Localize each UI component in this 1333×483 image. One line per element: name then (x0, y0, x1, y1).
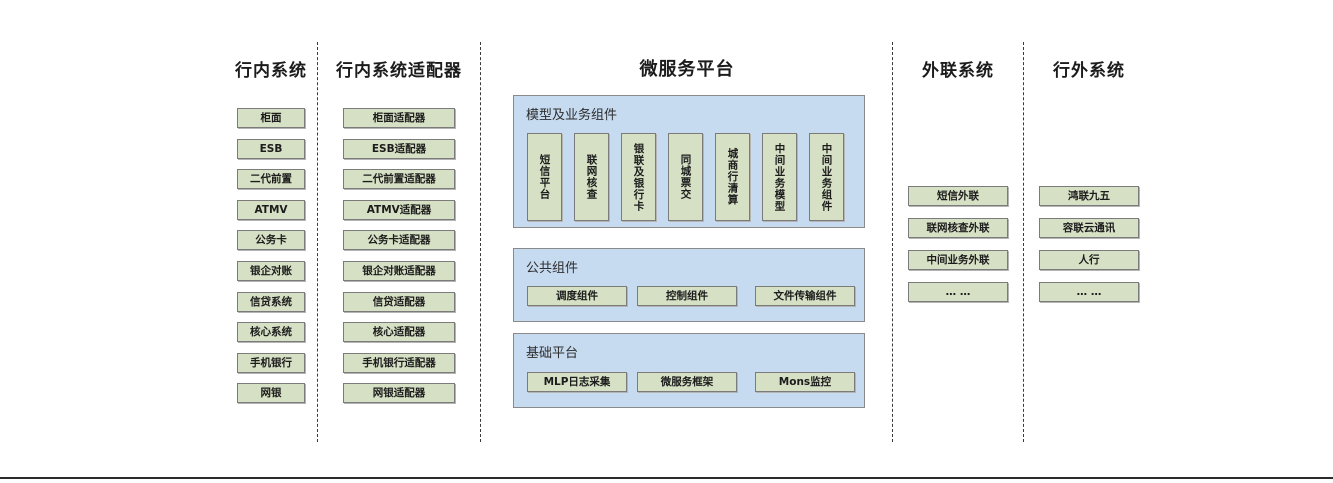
node-inbank-2[interactable]: 二代前置 (237, 169, 305, 190)
panel-common: 公共组件 (513, 248, 865, 322)
node-common-1[interactable]: 控制组件 (637, 286, 737, 306)
node-model_business-1[interactable]: 联网核查 (574, 133, 609, 221)
node-model_business-6[interactable]: 中间业务组件 (809, 133, 844, 221)
node-inbank_adapter-2[interactable]: 二代前置适配器 (343, 169, 455, 190)
node-inbank-6[interactable]: 信贷系统 (237, 291, 305, 312)
node-external_link-1[interactable]: 联网核查外联 (908, 218, 1008, 238)
node-infrastructure-2[interactable]: Mons监控 (755, 372, 855, 392)
column-heading-inbank: 行内系统 (235, 61, 307, 81)
node-inbank_adapter-6[interactable]: 信贷适配器 (343, 291, 455, 312)
bottom-divider (0, 477, 1333, 479)
node-inbank_adapter-7[interactable]: 核心适配器 (343, 322, 455, 343)
node-inbank_adapter-5[interactable]: 银企对账适配器 (343, 261, 455, 281)
node-outbank-3[interactable]: … … (1039, 282, 1139, 302)
node-inbank-7[interactable]: 核心系统 (237, 322, 305, 343)
column-heading-platform: 微服务平台 (639, 59, 735, 80)
node-model_business-4[interactable]: 城商行清算 (715, 133, 750, 221)
column-heading-external_link: 外联系统 (922, 61, 994, 81)
node-external_link-3[interactable]: … … (908, 282, 1008, 302)
node-inbank-0[interactable]: 柜面 (237, 108, 305, 128)
column-heading-inbank_adapter: 行内系统适配器 (336, 61, 462, 81)
node-inbank-8[interactable]: 手机银行 (237, 352, 305, 373)
column-separator-2 (480, 42, 481, 442)
column-separator-3 (892, 42, 893, 442)
node-inbank-3[interactable]: ATMV (237, 199, 305, 220)
node-model_business-5[interactable]: 中间业务模型 (762, 133, 797, 221)
column-separator-1 (317, 42, 318, 442)
node-external_link-2[interactable]: 中间业务外联 (908, 250, 1008, 270)
column-separator-4 (1023, 42, 1024, 442)
panel-title-infrastructure: 基础平台 (526, 346, 579, 361)
node-infrastructure-0[interactable]: MLP日志采集 (527, 372, 627, 392)
node-inbank_adapter-9[interactable]: 网银适配器 (343, 383, 455, 404)
panel-infrastructure: 基础平台 (513, 333, 865, 408)
node-inbank_adapter-1[interactable]: ESB适配器 (343, 138, 455, 159)
node-outbank-2[interactable]: 人行 (1039, 250, 1139, 270)
node-common-2[interactable]: 文件传输组件 (755, 286, 855, 306)
node-external_link-0[interactable]: 短信外联 (908, 186, 1008, 206)
node-inbank-9[interactable]: 网银 (237, 383, 305, 404)
panel-title-model_business: 模型及业务组件 (526, 108, 618, 123)
node-inbank-5[interactable]: 银企对账 (237, 261, 305, 281)
node-inbank-1[interactable]: ESB (237, 138, 305, 159)
node-outbank-1[interactable]: 容联云通讯 (1039, 218, 1139, 238)
node-outbank-0[interactable]: 鸿联九五 (1039, 186, 1139, 206)
node-model_business-2[interactable]: 银联及银行卡 (621, 133, 656, 221)
node-common-0[interactable]: 调度组件 (527, 286, 627, 306)
node-model_business-0[interactable]: 短信平台 (527, 133, 562, 221)
node-inbank_adapter-8[interactable]: 手机银行适配器 (343, 352, 455, 373)
node-infrastructure-1[interactable]: 微服务框架 (637, 372, 737, 392)
column-heading-outbank: 行外系统 (1053, 61, 1125, 81)
node-inbank_adapter-4[interactable]: 公务卡适配器 (343, 230, 455, 251)
node-inbank_adapter-3[interactable]: ATMV适配器 (343, 199, 455, 220)
panel-title-common: 公共组件 (526, 261, 579, 276)
node-model_business-3[interactable]: 同城票交 (668, 133, 703, 221)
node-inbank-4[interactable]: 公务卡 (237, 230, 305, 251)
node-inbank_adapter-0[interactable]: 柜面适配器 (343, 108, 455, 128)
